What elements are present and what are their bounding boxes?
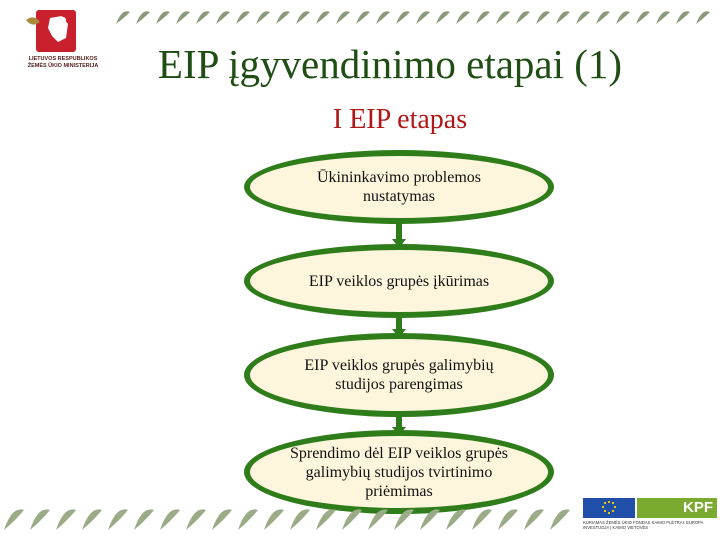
flow-arrow [396,317,402,332]
leaf-ornament [498,509,518,530]
stage-subtitle: I EIP etapas [332,104,468,135]
leaf-ornament [336,11,350,24]
logo-text: LIETUVOS RESPUBLIKOS ŽEMĖS ŪKIO MINISTER… [27,56,99,69]
leaf-border-top [116,11,710,24]
leaf-ornament [216,11,230,24]
flow-step-label: Ūkininkavimo problemos nustatymas [317,169,481,205]
leaf-ornament [82,509,102,530]
flow-step-label: Sprendimo dėl EIP veiklos grupės galimyb… [289,444,509,500]
flow-step-3: EIP veiklos grupės galimybių studijos pa… [244,333,554,417]
page-title: EIP įgyvendinimo etapai (1) [157,41,623,87]
flow-arrow [396,223,402,241]
leaf-ornament [264,509,284,530]
leaf-ornament [134,509,154,530]
leaf-ornament [394,509,414,530]
leaf-ornament [616,11,630,24]
leaf-ornament [342,509,362,530]
leaf-border-bottom [4,509,570,530]
leaf-ornament [316,11,330,24]
leaf-ornament [436,11,450,24]
leaf-ornament [4,509,24,530]
leaf-ornament [116,11,130,24]
leaf-ornament [156,11,170,24]
leaf-ornament [676,11,690,24]
leaf-ornament [30,509,50,530]
leaf-ornament [576,11,590,24]
flow-step-label: EIP veiklos grupės įkūrimas [308,272,490,290]
leaf-ornament [186,509,206,530]
leaf-ornament [290,509,310,530]
coat-of-arms-icon [26,10,76,52]
leaf-ornament [56,509,76,530]
leaf-ornament [550,509,570,530]
leaf-ornament [472,509,492,530]
leaf-ornament [696,11,710,24]
flow-step-label: EIP veiklos grupės galimybių studijos pa… [304,357,494,393]
leaf-ornament [356,11,370,24]
leaf-ornament [416,11,430,24]
funding-text: KURIAMAS ŽEMĖS ŪKIO FONDAS KAIMO PLĖTRAI… [583,520,704,530]
leaf-ornament [236,11,250,24]
flow-step-1: Ūkininkavimo problemos nustatymas [244,150,554,224]
leaf-ornament [596,11,610,24]
leaf-ornament [636,11,650,24]
leaf-ornament [376,11,390,24]
flow-arrow [396,416,402,430]
leaf-ornament [212,509,232,530]
leaf-ornament [296,11,310,24]
eu-flag-icon [583,498,635,518]
flow-step-4: Sprendimo dėl EIP veiklos grupės galimyb… [244,430,554,514]
leaf-ornament [516,11,530,24]
ministry-logo: LIETUVOS RESPUBLIKOS ŽEMĖS ŪKIO MINISTER… [22,6,104,76]
leaf-ornament [396,11,410,24]
leaf-ornament [446,509,466,530]
leaf-ornament [536,11,550,24]
leaf-ornament [136,11,150,24]
kpf-logo: KPF [637,498,717,518]
leaf-ornament [196,11,210,24]
leaf-ornament [316,509,336,530]
leaf-ornament [108,509,128,530]
leaf-ornament [656,11,670,24]
leaf-ornament [238,509,258,530]
leaf-ornament [456,11,470,24]
flow-step-2: EIP veiklos grupės įkūrimas [244,244,554,318]
leaf-ornament [476,11,490,24]
leaf-ornament [256,11,270,24]
leaf-ornament [160,509,180,530]
leaf-ornament [496,11,510,24]
leaf-ornament [524,509,544,530]
leaf-ornament [420,509,440,530]
leaf-ornament [556,11,570,24]
leaf-ornament [276,11,290,24]
leaf-ornament [176,11,190,24]
leaf-ornament [368,509,388,530]
